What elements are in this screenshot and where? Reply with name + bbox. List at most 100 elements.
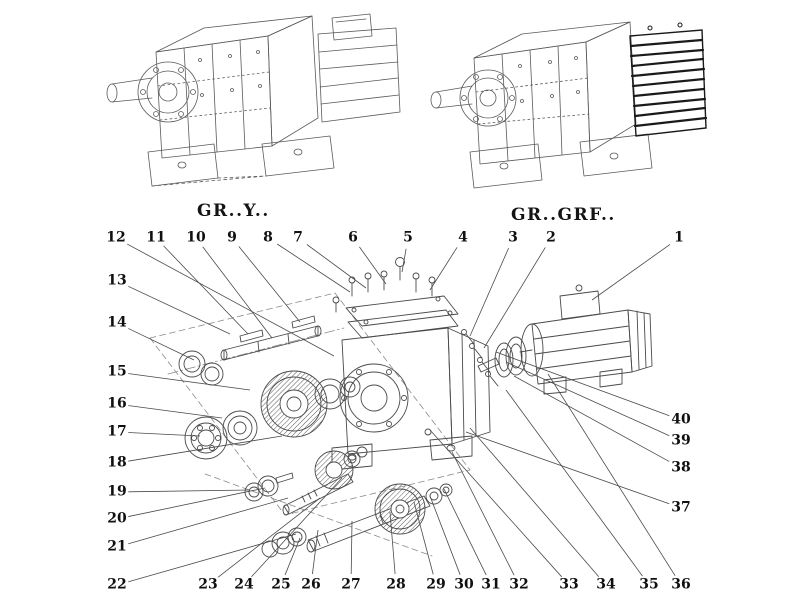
leader-line-24 <box>251 477 343 578</box>
callout-28: 28 <box>384 576 408 593</box>
leader-line-2 <box>483 247 546 349</box>
callout-5: 5 <box>401 229 415 246</box>
input-shaft-assembly <box>220 315 322 361</box>
leader-line-25 <box>284 537 301 575</box>
callout-1: 1 <box>672 229 686 246</box>
bearings <box>184 410 258 460</box>
assembled-view-gr-grf <box>430 21 653 189</box>
leader-line-5 <box>401 248 407 273</box>
motor <box>519 284 653 395</box>
callout-29: 29 <box>424 576 448 593</box>
leader-line-21 <box>127 497 289 545</box>
leader-line-38 <box>513 375 672 464</box>
leader-line-30 <box>429 495 461 575</box>
callout-34: 34 <box>594 576 618 593</box>
leader-line-8 <box>276 243 351 293</box>
leader-line-26 <box>312 529 319 575</box>
leader-line-36 <box>547 373 676 576</box>
callout-23: 23 <box>196 576 220 593</box>
gear-large <box>260 370 328 438</box>
leader-line-23 <box>216 497 321 579</box>
callout-40: 40 <box>669 411 693 428</box>
callout-33: 33 <box>557 576 581 593</box>
leader-line-39 <box>505 361 672 437</box>
callout-8: 8 <box>261 229 275 246</box>
leader-lines-layer <box>125 242 676 583</box>
variant-label-gr-grf: GR..GRF.. <box>511 205 616 225</box>
cover-plate <box>345 295 459 327</box>
leader-line-20 <box>127 487 266 518</box>
callout-7: 7 <box>291 229 305 246</box>
leader-line-19 <box>127 489 251 493</box>
leader-line-7 <box>306 244 367 289</box>
leader-line-9 <box>238 246 301 323</box>
leader-line-1 <box>591 244 671 301</box>
assembled-view-gr-y <box>106 13 401 187</box>
callout-2: 2 <box>544 229 558 246</box>
callout-37: 37 <box>669 499 693 516</box>
callout-17: 17 <box>105 423 129 440</box>
callout-21: 21 <box>105 538 129 555</box>
leader-line-35 <box>505 389 643 577</box>
leader-line-34 <box>469 427 600 577</box>
leader-line-28 <box>389 511 396 575</box>
callout-31: 31 <box>479 576 503 593</box>
callout-12: 12 <box>104 229 128 246</box>
cover-gasket <box>347 309 459 339</box>
leader-line-40 <box>495 351 671 417</box>
callout-39: 39 <box>669 432 693 449</box>
callout-36: 36 <box>669 576 693 593</box>
callout-26: 26 <box>299 576 323 593</box>
flange-coupling <box>461 329 527 387</box>
grf-cooling-fin-block <box>629 22 708 137</box>
callout-30: 30 <box>452 576 476 593</box>
leader-line-14 <box>126 327 195 361</box>
callout-27: 27 <box>339 576 363 593</box>
callout-32: 32 <box>507 576 531 593</box>
callout-4: 4 <box>456 229 470 246</box>
leader-line-3 <box>469 247 509 337</box>
leader-line-11 <box>163 245 249 335</box>
leader-line-12 <box>125 242 335 357</box>
callout-20: 20 <box>105 510 129 527</box>
callout-3: 3 <box>506 229 520 246</box>
leader-line-32 <box>451 451 515 576</box>
callout-16: 16 <box>105 395 129 412</box>
callout-24: 24 <box>232 576 256 593</box>
leader-line-16 <box>127 405 223 419</box>
callout-19: 19 <box>105 483 129 500</box>
leader-line-22 <box>127 533 297 583</box>
callout-25: 25 <box>269 576 293 593</box>
leader-line-31 <box>443 488 487 576</box>
leader-line-33 <box>429 429 562 578</box>
callout-38: 38 <box>669 459 693 476</box>
leader-line-29 <box>413 501 434 575</box>
callout-35: 35 <box>637 576 661 593</box>
callout-13: 13 <box>105 272 129 289</box>
exploded-view <box>149 257 653 558</box>
variant-label-gr-y: GR..Y.. <box>197 201 270 221</box>
callout-14: 14 <box>105 314 129 331</box>
construction-lines <box>149 292 471 557</box>
leader-line-10 <box>202 246 273 339</box>
leader-line-18 <box>127 435 283 462</box>
callout-18: 18 <box>105 454 129 471</box>
callout-6: 6 <box>346 229 360 246</box>
callout-22: 22 <box>105 576 129 593</box>
output-shaft-assembly <box>261 483 453 558</box>
intermediate-shaft-assembly <box>244 446 368 516</box>
callout-9: 9 <box>225 229 239 246</box>
leader-line-37 <box>465 431 671 505</box>
leader-line-13 <box>126 285 231 335</box>
callout-15: 15 <box>105 363 129 380</box>
gear-housing <box>331 327 491 471</box>
leader-line-15 <box>127 373 251 391</box>
leader-line-17 <box>127 432 201 437</box>
leader-line-6 <box>359 246 387 285</box>
leader-line-27 <box>350 520 353 575</box>
cover-bolts <box>332 257 436 313</box>
callout-10: 10 <box>184 229 208 246</box>
callout-11: 11 <box>144 229 168 246</box>
gear-spacers <box>314 376 361 410</box>
